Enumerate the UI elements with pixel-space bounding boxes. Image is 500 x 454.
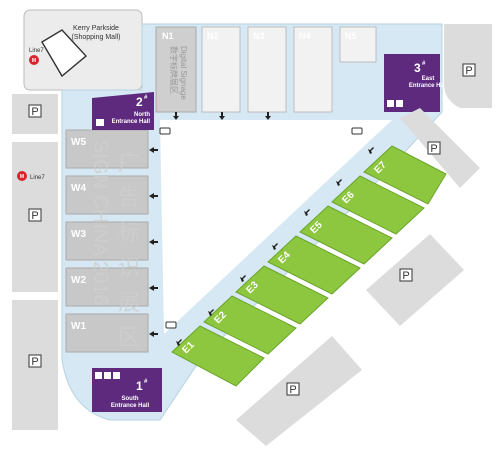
parking-icon-label: P [465, 65, 472, 77]
mall-metro-line: Line7 [29, 48, 44, 54]
parking-icon-label: P [289, 384, 296, 396]
hall-n3[interactable] [247, 26, 287, 113]
watermark-cn-6: 区 [118, 325, 140, 350]
mall-block[interactable]: Kerry Parkside (Shopping Mall) M Line7 [23, 9, 143, 91]
watermark-en: SIGN CHINA 2016 [89, 140, 111, 306]
entrance-south-line2: Entrance Hall [111, 403, 150, 409]
hall-e3[interactable] [235, 265, 329, 325]
hall-w3[interactable] [65, 221, 149, 261]
hall-w1-label: W1 [71, 321, 86, 332]
facility-icon [396, 100, 403, 107]
parking-icon [286, 382, 300, 396]
entrance-east-sup: # [422, 61, 426, 67]
hall-e7[interactable] [363, 145, 447, 205]
hall-n1-label: N1 [162, 31, 174, 41]
entrance-north-line1: North [134, 112, 150, 118]
entrance-east-line1: East [422, 76, 435, 82]
parking-icon-label: P [31, 356, 38, 368]
hall-w4-label: W4 [71, 183, 86, 194]
hall-w2-label: W2 [71, 275, 86, 286]
entrance-south-sup: # [144, 379, 148, 385]
entrance-north-sup: # [144, 95, 148, 101]
parking-west: M Line7 [12, 94, 58, 430]
entrance-north-num: 2 [136, 95, 143, 109]
mall-subtitle: (Shopping Mall) [71, 34, 120, 41]
hall-n5[interactable] [339, 26, 377, 63]
hall-e2[interactable] [203, 295, 297, 355]
parking-icon [462, 63, 476, 77]
north-halls: N1 N2 N3 N4 N5 数字标牌展区 Digital Signage [155, 26, 377, 113]
shuttle-markers [159, 127, 363, 329]
parking-icon-label: P [402, 270, 409, 282]
mall-building-shape [41, 29, 88, 78]
bus-icon [351, 127, 363, 135]
entrance-east-num: 3 [414, 61, 421, 75]
parking-icon [28, 208, 42, 222]
facility-icon [387, 100, 394, 107]
watermark: SIGN CHINA 2016 广 告 标 识 展 区 [89, 140, 140, 350]
watermark-cn-2: 告 [118, 185, 140, 210]
hall-n3-label: N3 [253, 31, 265, 41]
parking-icon-label: P [31, 210, 38, 222]
entrance-south-num: 1 [136, 379, 143, 393]
facility-icon [96, 119, 104, 126]
facility-icon [113, 372, 120, 379]
hall-w4[interactable] [65, 175, 149, 215]
entrance-south[interactable]: 1 # South Entrance Hall [92, 368, 162, 412]
hall-n2-label: N2 [207, 31, 219, 41]
entrance-north-line2: Entrance Hall [112, 119, 151, 125]
bus-icon [165, 321, 177, 329]
parking-icon-label: P [430, 143, 437, 155]
north-arrows [173, 112, 271, 120]
metro-line-west: Line7 [30, 175, 45, 181]
hall-n4[interactable] [293, 26, 333, 113]
hall-e6[interactable] [331, 175, 425, 235]
entrance-north[interactable]: 2 # North Entrance Hall [92, 92, 154, 130]
bus-icon [159, 127, 171, 135]
hall-e1[interactable] [171, 325, 265, 387]
hall-n4-label: N4 [299, 31, 311, 41]
entrance-south-line1: South [122, 396, 139, 402]
hall-e4[interactable] [267, 235, 361, 295]
metro-icon [17, 171, 27, 181]
central-plaza [160, 120, 392, 334]
east-arrows [176, 147, 374, 346]
parking-icon [28, 104, 42, 118]
watermark-cn-4: 识 [118, 255, 140, 280]
west-halls: W5 W4 W3 W2 W1 [65, 129, 149, 353]
watermark-cn-3: 标 [118, 220, 140, 245]
hall-w5[interactable] [65, 129, 149, 169]
mall-name: Kerry Parkside [73, 25, 119, 32]
metro-icon [29, 55, 39, 65]
watermark-cn-5: 展 [118, 290, 140, 315]
parking-lot[interactable] [366, 234, 464, 326]
hall-w2[interactable] [65, 267, 149, 307]
west-arrows [149, 147, 158, 337]
parking-icon [28, 354, 42, 368]
hall-e5[interactable] [299, 205, 393, 265]
hall-w3-label: W3 [71, 229, 86, 240]
watermark-cn-1: 广 [118, 150, 140, 175]
metro-glyph: M [32, 58, 36, 64]
hall-w1[interactable] [65, 313, 149, 353]
facility-icon [104, 372, 111, 379]
parking-icon [399, 268, 413, 282]
hall-w5-label: W5 [71, 137, 86, 148]
parking-icon-label: P [31, 106, 38, 118]
hall-n1-note-en: Digital Signage [179, 46, 188, 100]
hall-n1[interactable] [155, 26, 197, 113]
east-halls: E1 E2 E3 E4 E5 E6 E7 [171, 145, 447, 387]
entrance-east[interactable]: 3 # East Entrance Hall [384, 54, 448, 112]
hall-n1-note-cn: 数字标牌展区 [169, 46, 179, 94]
parking-markers: P P P P P P P [28, 63, 476, 396]
hall-n2[interactable] [201, 26, 241, 113]
metro-glyph: M [20, 174, 24, 180]
facility-icon [95, 372, 102, 379]
parking-icon [427, 141, 441, 155]
entrance-east-line2: Entrance Hall [409, 83, 448, 89]
hall-n5-label: N5 [345, 31, 357, 41]
